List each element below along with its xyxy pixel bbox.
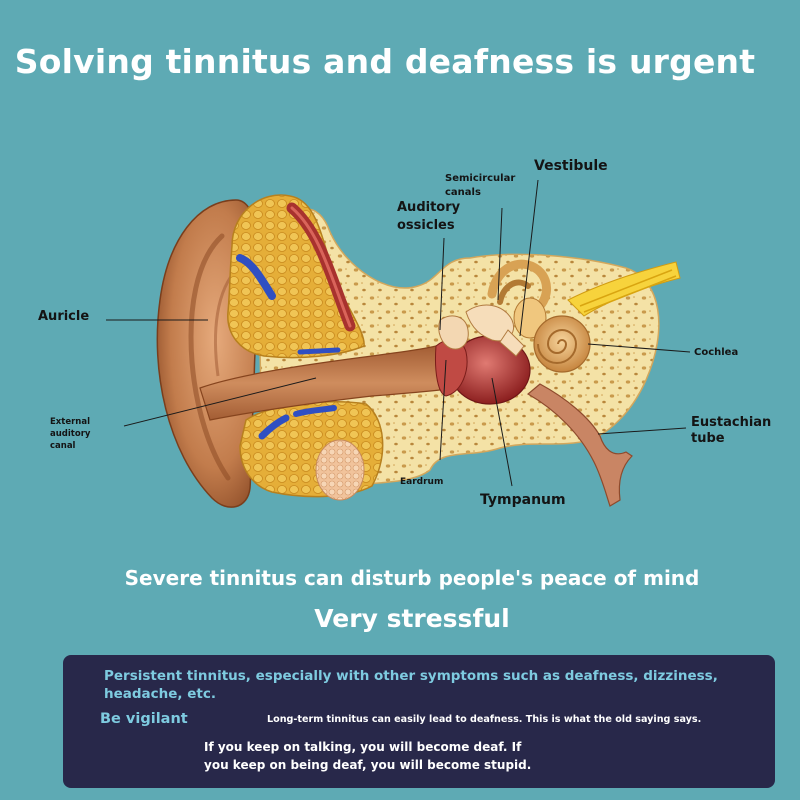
persistent-text: Persistent tinnitus, especially with oth… (104, 668, 718, 702)
leader-external-canal (123, 377, 317, 427)
cochlea-spiral-line (537, 329, 578, 364)
vein-canal-bottom (293, 405, 337, 417)
leader-cochlea (587, 343, 691, 353)
vein-lower-left (258, 414, 290, 440)
vein-upper-left (236, 254, 276, 300)
label-eustachian-line1: Eustachian (691, 415, 771, 430)
headline: Solving tinnitus and deafness is urgent (14, 42, 756, 81)
emphasis-text: Very stressful (314, 604, 510, 633)
leader-ossicles (439, 237, 445, 331)
label-eardrum: Eardrum (400, 477, 443, 487)
label-auricle: Auricle (38, 309, 89, 324)
vigilant-text: Be vigilant (100, 711, 188, 727)
leader-semicircular (497, 207, 503, 301)
warning-panel: Persistent tinnitus, especially with oth… (63, 655, 775, 788)
lymph-node (315, 439, 365, 501)
label-vestibule: Vestibule (534, 158, 608, 174)
label-external-canal-line1: External (50, 417, 90, 427)
label-external-canal-line2: auditory (50, 429, 91, 439)
label-ossicles-line2: ossicles (397, 218, 455, 233)
label-semicircular-line2: canals (445, 187, 481, 198)
label-cochlea: Cochlea (694, 347, 738, 358)
eustachian-tube (526, 383, 633, 507)
saying-text: If you keep on talking, you will become … (204, 740, 532, 772)
ossicle-malleus (438, 315, 469, 350)
label-external-canal: External auditory canal (50, 417, 93, 451)
label-eustachian-line2: tube (691, 431, 725, 446)
label-semicircular: Semicircular canals (445, 173, 519, 198)
nerve-fibers (579, 269, 677, 313)
label-ossicles-line1: Auditory (397, 200, 461, 215)
label-tympanum: Tympanum (480, 492, 566, 508)
label-semicircular-line1: Semicircular (445, 173, 515, 184)
label-external-canal-line3: canal (50, 441, 76, 451)
auricle-fold (188, 233, 231, 481)
vein-canal-top (297, 347, 341, 355)
subheading: Severe tinnitus can disturb people's pea… (124, 566, 700, 590)
label-eustachian: Eustachian tube (691, 415, 776, 446)
cochlea-spiral (533, 315, 591, 373)
leader-eustachian (597, 427, 687, 435)
leader-vestibule (519, 179, 539, 337)
upper-vessel-highlight (290, 206, 352, 328)
upper-cartilage (227, 194, 365, 359)
leader-tympanum (491, 377, 513, 487)
label-ossicles: Auditory ossicles (397, 200, 465, 233)
ossicle-stapes (499, 329, 525, 357)
longterm-text: Long-term tinnitus can easily lead to de… (267, 714, 702, 725)
semicircular-canal-inner (497, 279, 531, 305)
leader-eardrum (439, 359, 447, 461)
vestibule-chamber (513, 297, 547, 339)
